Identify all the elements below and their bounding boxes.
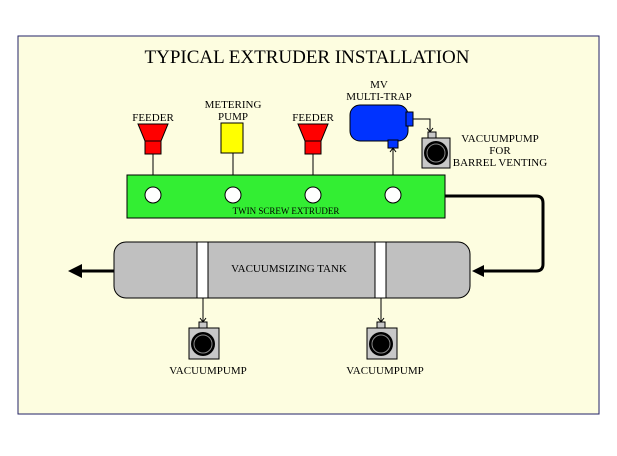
barrel-vacuum-pump-icon [421,131,451,169]
sizing-tank-label: VACUUMSIZING TANK [231,263,347,275]
tank-inlet-arrow-icon [472,265,484,277]
extruder-port-vent [384,186,402,204]
extruder-port-metering-pump [224,186,242,204]
vacuum-pump-right-icon [366,321,398,360]
barrel-vacuum-label-line2: FOR [489,145,511,157]
feeder-1-hopper-icon [137,123,169,191]
feeder-1-label: FEEDER [132,112,174,124]
multitrap-label-line2: MULTI-TRAP [346,91,412,103]
multitrap-label-line1: MV [370,79,388,91]
feeder-2-hopper-icon [297,123,329,191]
tank-collar-right [374,241,387,299]
vent-to-multitrap-arrowhead [389,147,397,153]
metering-pump-label-line2: PUMP [218,111,248,123]
extruder-label: TWIN SCREW EXTRUDER [233,206,340,216]
extruder-to-tank-flow-line [445,194,545,273]
barrel-vacuum-label-line1: VACUUMPUMP [461,133,538,145]
vacuum-pump-right-label: VACUUMPUMP [346,365,423,377]
diagram-frame [17,35,600,415]
vacuum-pump-left-icon [188,321,220,360]
tank-outlet-arrow-icon [68,264,82,278]
multitrap-icon [349,104,414,149]
extruder-port-feeder-2 [304,186,322,204]
barrel-vacuum-label-line3: BARREL VENTING [453,157,547,169]
tank-collar-left [196,241,209,299]
multitrap-to-vacuum-pipe [413,118,431,131]
feeder-2-label: FEEDER [292,112,334,124]
diagram-title: TYPICAL EXTRUDER INSTALLATION [145,47,470,68]
metering-pump-label-line1: METERING [205,99,262,111]
vacuum-pump-left-label: VACUUMPUMP [169,365,246,377]
extruder-port-feeder-1 [144,186,162,204]
